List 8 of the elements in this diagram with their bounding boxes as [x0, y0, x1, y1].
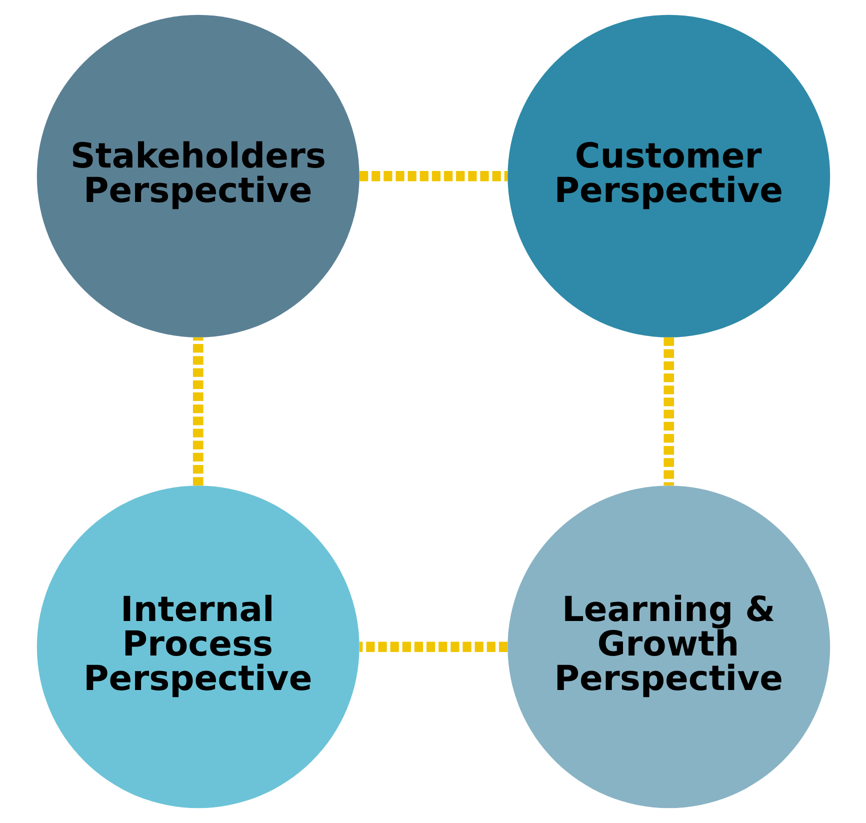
connector [359, 170, 508, 182]
node-circle: Internal Process Perspective [36, 486, 359, 808]
node-circle: Stakeholders Perspective [36, 14, 359, 338]
connector [192, 337, 203, 486]
node-circle: Customer Perspective [507, 14, 830, 338]
connector [359, 642, 508, 652]
connector [663, 337, 674, 486]
node-circle: Learning & Growth Perspective [507, 486, 830, 808]
